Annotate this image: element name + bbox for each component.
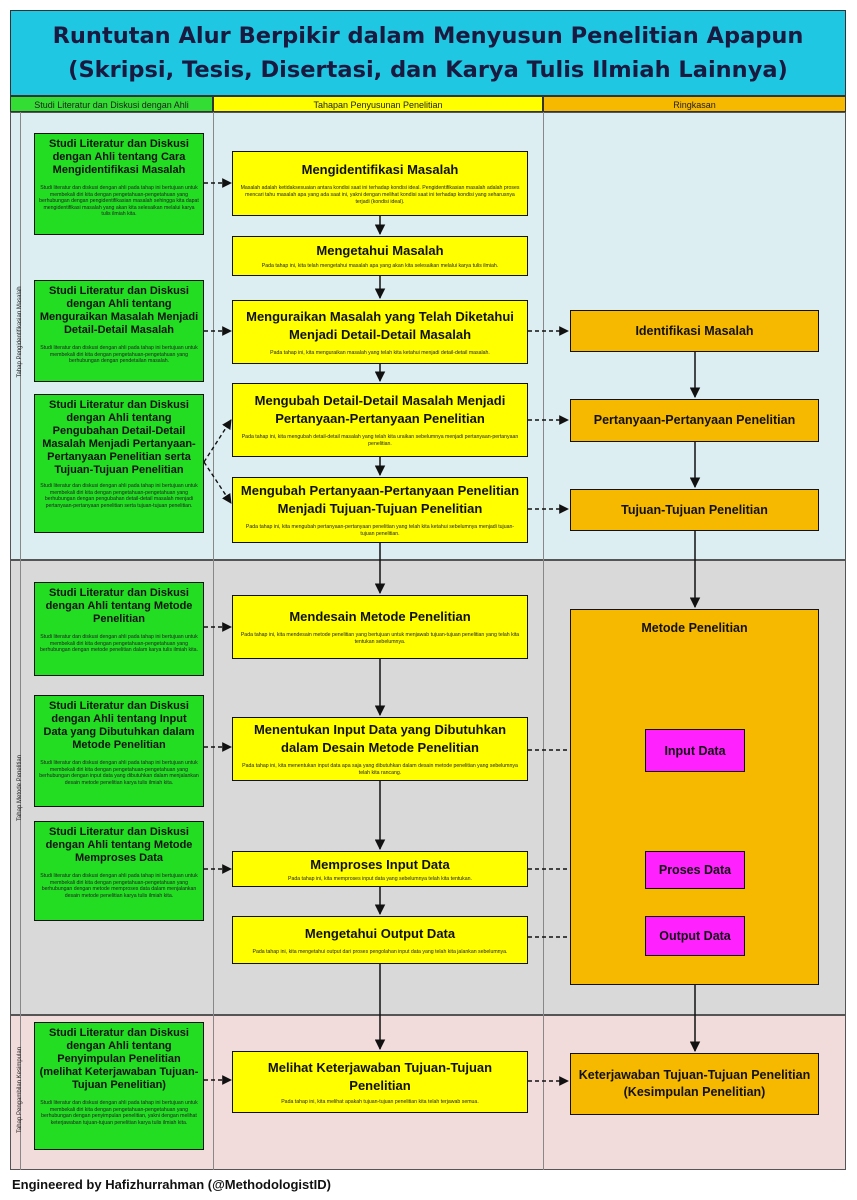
green-box-desc: Studi literatur dan diskusi dengan ahli … [39,185,199,217]
yellow-box-mendesain: Mendesain Metode Penelitian Pada tahap i… [232,595,528,659]
yellow-box-desc: Pada tahap ini, kita memproses input dat… [288,875,472,882]
dash-g3-y4 [203,419,232,463]
yellow-box-mengetahui-output: Mengetahui Output Data Pada tahap ini, k… [232,916,528,964]
yellow-box-menguraikan: Menguraikan Masalah yang Telah Diketahui… [232,300,528,364]
green-box-memproses: Studi Literatur dan Diskusi dengan Ahli … [34,821,204,921]
yellow-box-desc: Pada tahap ini, kita mengubah detail-det… [241,434,519,447]
header-studi-literatur: Studi Literatur dan Diskusi dengan Ahli [10,96,213,112]
header-tahapan: Tahapan Penyusunan Penelitian [213,96,543,112]
yellow-box-desc: Pada tahap ini, kita menguraikan masalah… [270,349,490,356]
yellow-box-title: Mengetahui Output Data [304,925,456,941]
column-divider-1 [213,112,214,1170]
green-box-desc: Studi literatur dan diskusi dengan ahli … [40,483,198,509]
title-line-1: Runtutan Alur Berpikir dalam Menyusun Pe… [52,23,804,49]
orange-box-pertanyaan: Pertanyaan-Pertanyaan Penelitian [570,399,819,442]
yellow-box-title: Mengubah Pertanyaan-Pertanyaan Penelitia… [240,483,520,516]
orange-box-identifikasi: Identifikasi Masalah [570,310,819,352]
yellow-box-mengubah-detail: Mengubah Detail-Detail Masalah Menjadi P… [232,383,528,457]
green-box-title: Studi Literatur dan Diskusi dengan Ahli … [43,700,195,751]
label-column-divider [20,112,21,1170]
header-ringkasan: Ringkasan [543,96,846,112]
footer-credit: Engineered by Hafizhurrahman (@Methodolo… [12,1177,331,1192]
green-box-metode: Studi Literatur dan Diskusi dengan Ahli … [34,582,204,676]
green-box-input-data: Studi Literatur dan Diskusi dengan Ahli … [34,695,204,807]
magenta-box-proses-data: Proses Data [645,851,745,889]
green-box-desc: Studi literatur dan diskusi dengan ahli … [39,760,199,786]
yellow-box-desc: Pada tahap ini, kita menentukan input da… [242,763,518,776]
title-line-2: (Skripsi, Tesis, Disertasi, dan Karya Tu… [68,57,788,83]
yellow-box-title: Menguraikan Masalah yang Telah Diketahui… [246,308,514,342]
green-box-title: Studi Literatur dan Diskusi dengan Ahli … [39,285,199,336]
yellow-box-desc: Pada tahap ini, kita melihat apakah tuju… [281,1098,479,1105]
green-box-penyimpulan: Studi Literatur dan Diskusi dengan Ahli … [34,1022,204,1150]
orange-box-keterjawaban: Keterjawaban Tujuan-Tujuan Penelitian (K… [570,1053,819,1115]
magenta-box-input-data: Input Data [645,729,745,772]
yellow-box-desc: Pada tahap ini, kita mengetahui output d… [252,948,508,955]
yellow-box-memproses: Memproses Input Data Pada tahap ini, kit… [232,851,528,887]
green-box-title: Studi Literatur dan Diskusi dengan Ahli … [45,826,193,864]
yellow-box-title: Mengubah Detail-Detail Masalah Menjadi P… [254,393,506,426]
green-box-title: Studi Literatur dan Diskusi dengan Ahli … [49,138,189,176]
yellow-box-title: Menentukan Input Data yang Dibutuhkan da… [253,722,507,755]
yellow-box-mengetahui-masalah: Mengetahui Masalah Pada tahap ini, kita … [232,236,528,276]
magenta-box-output-data: Output Data [645,916,745,956]
yellow-box-melihat-keterjawaban: Melihat Keterjawaban Tujuan-Tujuan Penel… [232,1051,528,1113]
dash-g3-y5 [203,461,232,504]
yellow-box-title: Memproses Input Data [310,856,450,872]
yellow-box-mengubah-pertanyaan: Mengubah Pertanyaan-Pertanyaan Penelitia… [232,477,528,543]
green-box-desc: Studi literatur dan diskusi dengan ahli … [40,345,198,364]
green-box-pengubahan: Studi Literatur dan Diskusi dengan Ahli … [34,394,204,533]
yellow-box-title: Mendesain Metode Penelitian [289,609,471,624]
green-box-desc: Studi literatur dan diskusi dengan ahli … [40,873,198,899]
yellow-box-title: Mengidentifikasi Masalah [301,162,459,177]
green-box-desc: Studi literatur dan diskusi dengan ahli … [40,1100,198,1126]
green-box-desc: Studi literatur dan diskusi dengan ahli … [39,634,199,653]
diagram-title: Runtutan Alur Berpikir dalam Menyusun Pe… [10,10,846,96]
green-box-title: Studi Literatur dan Diskusi dengan Ahli … [45,587,193,625]
yellow-box-title: Melihat Keterjawaban Tujuan-Tujuan Penel… [267,1059,493,1093]
green-box-title: Studi Literatur dan Diskusi dengan Ahli … [42,399,196,476]
yellow-box-menentukan-input: Menentukan Input Data yang Dibutuhkan da… [232,717,528,781]
green-box-menguraikan: Studi Literatur dan Diskusi dengan Ahli … [34,280,204,382]
green-box-title: Studi Literatur dan Diskusi dengan Ahli … [39,1027,199,1091]
yellow-box-desc: Pada tahap ini, kita telah mengetahui ma… [261,263,499,269]
yellow-box-title: Mengetahui Masalah [316,243,444,258]
yellow-box-desc: Masalah adalah ketidaksesuaian antara ko… [240,185,520,205]
green-box-identifikasi: Studi Literatur dan Diskusi dengan Ahli … [34,133,204,235]
yellow-box-desc: Pada tahap ini, kita mengubah pertanyaan… [245,524,515,537]
yellow-box-mengidentifikasi: Mengidentifikasi Masalah Masalah adalah … [232,151,528,216]
yellow-box-desc: Pada tahap ini, kita mendesain metode pe… [240,632,520,645]
column-divider-2 [543,112,544,1170]
orange-box-tujuan: Tujuan-Tujuan Penelitian [570,489,819,531]
